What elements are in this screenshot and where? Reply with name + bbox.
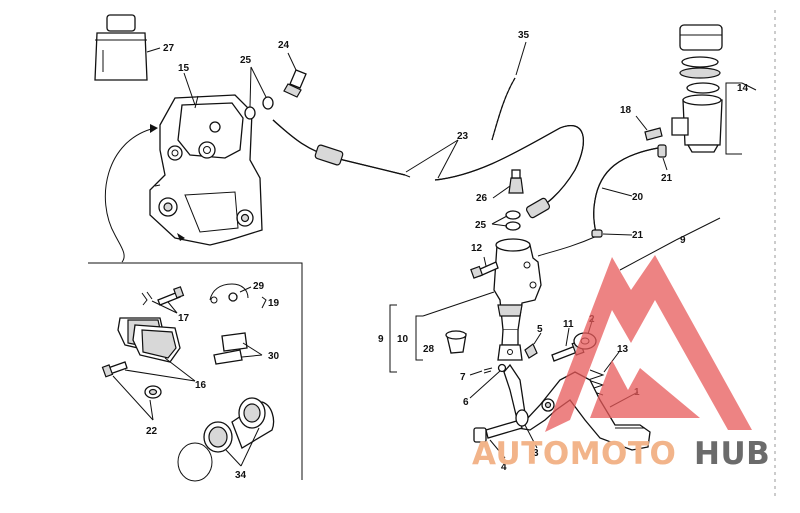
inset-frame bbox=[88, 262, 303, 480]
pad-shim bbox=[213, 332, 248, 365]
callout-11: 11 bbox=[563, 319, 574, 330]
hose-clamp-upper bbox=[657, 144, 667, 158]
callout-10: 10 bbox=[397, 334, 409, 345]
callout-28: 28 bbox=[423, 344, 435, 355]
callout-25-right: 25 bbox=[475, 220, 487, 231]
callout-4: 4 bbox=[501, 462, 507, 473]
callout-25-left: 25 bbox=[240, 55, 252, 66]
clevis-pin bbox=[497, 363, 507, 373]
callout-34: 34 bbox=[235, 470, 247, 481]
pad-retaining-screw bbox=[101, 361, 128, 378]
callout-3: 3 bbox=[533, 448, 539, 459]
callout-14: 14 bbox=[737, 83, 749, 94]
callout-19: 19 bbox=[268, 298, 280, 309]
callout-30: 30 bbox=[268, 351, 280, 362]
callout-6: 6 bbox=[463, 397, 469, 408]
callout-29: 29 bbox=[253, 281, 265, 292]
pivot-washer bbox=[515, 409, 529, 427]
spring-guard bbox=[491, 77, 516, 141]
callout-23: 23 bbox=[457, 131, 469, 142]
washer-upper-right bbox=[505, 210, 521, 220]
callout-35: 35 bbox=[518, 30, 530, 41]
dust-boot bbox=[445, 330, 467, 354]
watermark-text-automoto: AUTOMOTO bbox=[472, 436, 676, 472]
bleed-screw-top bbox=[283, 69, 307, 98]
callout-9-right: 9 bbox=[680, 235, 686, 246]
callout-18: 18 bbox=[620, 105, 632, 116]
split-pin bbox=[483, 367, 493, 374]
callout-15: 15 bbox=[178, 63, 190, 74]
fluid-bottle bbox=[94, 14, 148, 81]
pad-pin bbox=[141, 286, 185, 306]
watermark-text-hub: HUB bbox=[694, 436, 770, 472]
callout-5: 5 bbox=[537, 324, 543, 335]
reservoir-screw bbox=[644, 127, 663, 141]
brake-caliper bbox=[149, 94, 263, 246]
pad-spring bbox=[209, 283, 249, 304]
callout-21-upper: 21 bbox=[661, 173, 673, 184]
callout-27: 27 bbox=[163, 43, 175, 54]
brake-pads bbox=[117, 317, 181, 363]
master-cylinder bbox=[493, 238, 542, 361]
callout-9-left: 9 bbox=[378, 334, 384, 345]
reservoir-hose bbox=[537, 147, 659, 257]
caliper-plug bbox=[144, 385, 162, 399]
caliper-piston-kit bbox=[177, 397, 275, 482]
washer-lower-right bbox=[505, 221, 521, 231]
mounting-bolt bbox=[470, 261, 499, 279]
banjo-bolt bbox=[508, 169, 524, 194]
callout-17: 17 bbox=[178, 313, 190, 324]
brake-hose bbox=[272, 119, 584, 219]
hose-clamp-lower bbox=[591, 229, 603, 238]
callout-16: 16 bbox=[195, 380, 207, 391]
callout-12: 12 bbox=[471, 243, 483, 254]
pivot-bolt bbox=[524, 343, 538, 359]
callout-20: 20 bbox=[632, 192, 644, 203]
washer-upper-left bbox=[262, 96, 274, 110]
fluid-reservoir bbox=[671, 24, 723, 153]
callout-13: 13 bbox=[617, 344, 629, 355]
callout-24: 24 bbox=[278, 40, 290, 51]
callout-7: 7 bbox=[460, 372, 466, 383]
callout-22: 22 bbox=[146, 426, 158, 437]
callout-26: 26 bbox=[476, 193, 488, 204]
pedal-pivot-bolt bbox=[473, 419, 523, 443]
callout-21-lower: 21 bbox=[632, 230, 644, 241]
watermark-logo bbox=[545, 255, 752, 432]
washer-lower-left bbox=[244, 106, 256, 120]
